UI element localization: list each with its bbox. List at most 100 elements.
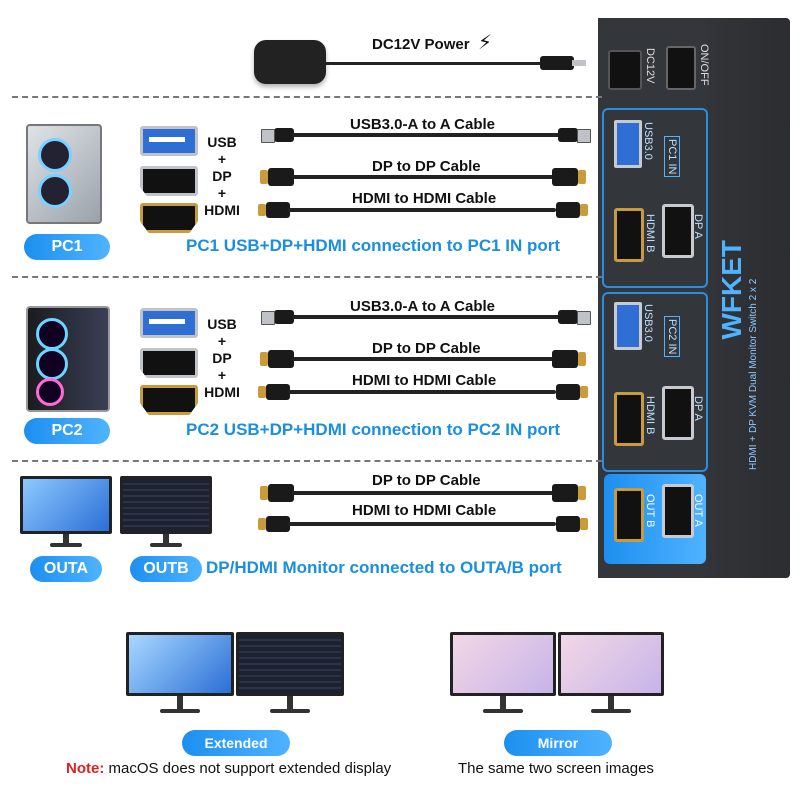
monitor-stand — [608, 696, 614, 710]
pc1-description: PC1 USB+DP+HDMI connection to PC1 IN por… — [186, 236, 561, 255]
out-hdmi-cable-label: HDMI to HDMI Cable — [352, 502, 497, 519]
monitor-foot — [591, 709, 631, 713]
fan-icon — [36, 378, 64, 406]
usb-plug — [558, 310, 591, 325]
power-cable — [322, 62, 542, 65]
hdmi-port-icon — [140, 203, 198, 233]
outb-hdmi-port[interactable] — [614, 488, 644, 542]
dp-port-icon — [140, 166, 198, 196]
dp-plug — [552, 168, 586, 186]
note-prefix: Note: — [66, 760, 105, 777]
pc2-hdmi-cable-label: HDMI to HDMI Cable — [352, 372, 497, 389]
divider-2 — [12, 276, 602, 278]
dp-plug — [260, 168, 294, 186]
hdmi-plug — [258, 516, 290, 532]
legend-usb: USB — [207, 134, 237, 150]
pc1-dp-cable-label: DP to DP Cable — [372, 158, 481, 175]
mirror-monitor-right — [558, 632, 664, 696]
legend-usb: USB — [207, 316, 237, 332]
fan-icon — [36, 318, 68, 350]
kvm-brand: WFKET — [716, 240, 747, 340]
pc2-in-label: PC2 IN — [664, 316, 680, 358]
power-plug-tip — [572, 60, 586, 66]
pc1-usb-cable-label: USB3.0-A to A Cable — [350, 116, 496, 133]
pc1-dp-cable — [292, 175, 554, 179]
out-dp-cable-label: DP to DP Cable — [372, 472, 481, 489]
dp-plug — [552, 484, 586, 502]
pc1-ports-legend: USB + DP + HDMI — [202, 134, 242, 219]
pc2-usb-port[interactable] — [614, 302, 642, 350]
extended-monitor-left — [126, 632, 234, 696]
pc2-dp-cable-label: DP to DP Cable — [372, 340, 481, 357]
dc-jack[interactable] — [608, 50, 642, 90]
mirror-caption: The same two screen images — [458, 760, 654, 777]
extended-note: Note: macOS does not support extended di… — [66, 760, 391, 777]
monitor-stand — [177, 696, 183, 710]
outb-badge: OUTB — [130, 556, 202, 582]
power-switch[interactable] — [666, 46, 696, 90]
pc1-dp-port[interactable] — [662, 204, 694, 258]
outputs-description: DP/HDMI Monitor connected to OUTA/B port — [206, 558, 562, 577]
lightning-icon: ⚡ — [478, 32, 493, 54]
monitor-foot — [150, 543, 182, 547]
monitor-stand — [287, 696, 293, 710]
pc2-hdmi-port[interactable] — [614, 392, 644, 446]
out-dp-cable — [292, 491, 554, 495]
pc1-port-panel — [602, 108, 708, 288]
divider-1 — [12, 96, 602, 98]
pc2-usb-cable — [292, 315, 560, 319]
legend-plus: + — [217, 367, 227, 383]
pc1-badge: PC1 — [24, 234, 110, 260]
pc1-hdmi-cable-label: HDMI to HDMI Cable — [352, 190, 497, 207]
pc1-usb-port[interactable] — [614, 120, 642, 168]
pc2-port-panel — [602, 292, 708, 472]
usb-plug — [558, 128, 591, 143]
hdmi-plug — [258, 384, 290, 400]
fan-icon — [38, 174, 72, 208]
pc2-usb-cable-label: USB3.0-A to A Cable — [350, 298, 496, 315]
hdmi-plug — [258, 202, 290, 218]
usb-plug — [261, 128, 294, 143]
pc1-usb-label: USB3.0 — [642, 122, 654, 160]
pc2-badge: PC2 — [24, 418, 110, 444]
extended-badge: Extended — [182, 730, 290, 756]
mirror-badge: Mirror — [504, 730, 612, 756]
monitor-stand — [163, 534, 169, 544]
outa-label: OUT A — [692, 494, 704, 527]
power-label: DC12V Power — [372, 36, 470, 53]
note-text: macOS does not support extended display — [104, 760, 392, 777]
pc1-dp-label: DP A — [692, 214, 704, 239]
pc2-dp-cable — [292, 357, 554, 361]
hdmi-plug — [556, 516, 588, 532]
pc2-description: PC2 USB+DP+HDMI connection to PC2 IN por… — [186, 420, 561, 439]
monitor-stand — [63, 534, 69, 544]
pc2-usb-label: USB3.0 — [642, 304, 654, 342]
pc2-dp-port[interactable] — [662, 386, 694, 440]
monitor-stand — [500, 696, 506, 710]
pc2-hdmi-cable — [288, 390, 556, 394]
monitor-a-image — [20, 476, 112, 534]
hdmi-port-icon — [140, 385, 198, 415]
legend-hdmi: HDMI — [204, 384, 240, 400]
kvm-side-text: HDMI + DP KVM Dual Monitor Switch 2 x 2 — [748, 278, 759, 470]
legend-plus: + — [217, 151, 227, 167]
legend-dp: DP — [212, 168, 232, 184]
legend-plus: + — [217, 185, 227, 201]
hdmi-plug — [556, 384, 588, 400]
pc2-dp-label: DP A — [692, 396, 704, 421]
power-plug — [540, 56, 574, 70]
hdmi-plug — [556, 202, 588, 218]
fan-icon — [38, 138, 72, 172]
legend-dp: DP — [212, 350, 232, 366]
dc-label: DC12V — [644, 48, 656, 84]
monitor-foot — [270, 709, 310, 713]
legend-plus: + — [217, 333, 227, 349]
monitor-foot — [50, 543, 82, 547]
usb-port-icon — [140, 308, 198, 338]
out-hdmi-cable — [288, 522, 556, 526]
pc1-hdmi-port[interactable] — [614, 208, 644, 262]
fan-icon — [36, 348, 68, 380]
power-adapter — [254, 40, 326, 84]
outa-dp-port[interactable] — [662, 484, 694, 538]
pc2-hdmi-label: HDMI B — [644, 396, 656, 435]
